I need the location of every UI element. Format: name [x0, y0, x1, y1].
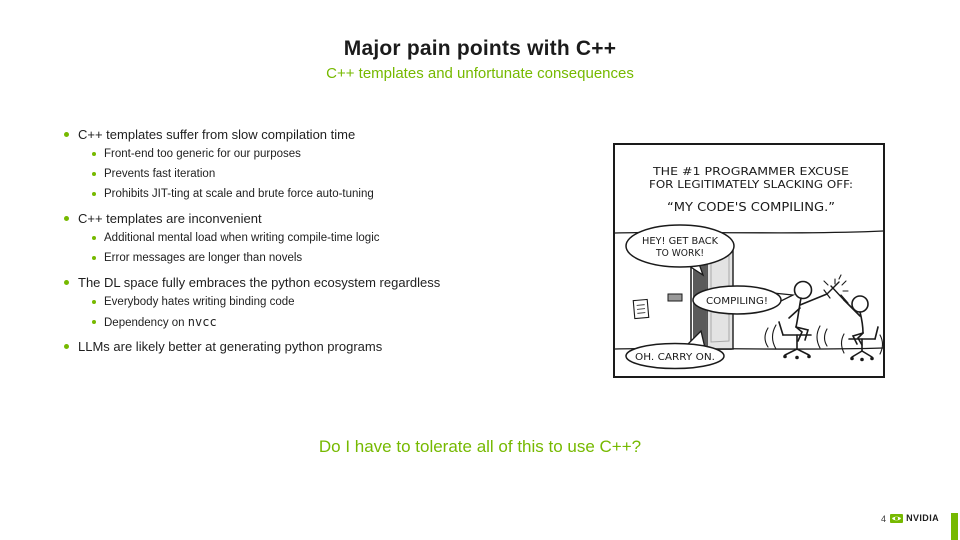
sub-bullet-item: Front-end too generic for our purposes	[64, 144, 534, 164]
nvidia-eye-icon	[890, 513, 904, 523]
sub-bullet-label: Dependency on nvcc	[104, 315, 217, 329]
nvidia-wordmark: NVIDIA	[906, 513, 939, 523]
bullet-icon	[92, 192, 96, 196]
nvidia-logo: NVIDIA	[890, 513, 939, 523]
bullet-icon	[92, 256, 96, 260]
sub-bullet-label: Everybody hates writing binding code	[104, 296, 295, 308]
sub-bullet-item: Dependency on nvcc	[64, 312, 534, 332]
bullet-group: C++ templates are inconvenient Additiona…	[64, 208, 534, 268]
sub-bullet-label: Front-end too generic for our purposes	[104, 148, 301, 160]
bullet-icon	[92, 172, 96, 176]
sub-bullet-item: Everybody hates writing binding code	[64, 292, 534, 312]
sub-bullet-label: Error messages are longer than novels	[104, 252, 303, 264]
bullet-icon	[64, 343, 69, 349]
page-number: 4	[880, 514, 886, 524]
badge-reader-drawing	[667, 293, 683, 302]
page-title: Major pain points with C++	[343, 37, 617, 60]
svg-text:TO WORK!: TO WORK!	[655, 248, 704, 259]
bullet-icon	[92, 320, 96, 324]
comic-caption-line2: FOR LEGITIMATELY SLACKING OFF:	[649, 178, 853, 191]
bullet-label: LLMs are likely better at generating pyt…	[78, 338, 383, 354]
bullet-group: C++ templates suffer from slow compilati…	[64, 124, 534, 204]
xkcd-compiling-comic: THE #1 PROGRAMMER EXCUSE FOR LEGITIMATEL…	[613, 143, 885, 378]
bullet-item: C++ templates are inconvenient	[64, 208, 534, 228]
bullet-list: C++ templates suffer from slow compilati…	[64, 124, 534, 356]
accent-bar	[951, 513, 958, 540]
sub-bullet-item: Prevents fast iteration	[64, 164, 534, 184]
comic-quote: “MY CODE'S COMPILING.”	[667, 199, 835, 214]
bullet-label: C++ templates suffer from slow compilati…	[78, 126, 356, 142]
carry-on-speech-bubble: OH. CARRY ON.	[625, 329, 725, 370]
page-subtitle: C++ templates and unfortunate consequenc…	[326, 65, 634, 82]
bullet-item: C++ templates suffer from slow compilati…	[64, 124, 534, 144]
closing-question: Do I have to tolerate all of this to use…	[318, 437, 642, 456]
compiling-speech-bubble: COMPILING!	[692, 285, 796, 315]
bullet-icon	[92, 300, 96, 304]
bullet-icon	[92, 236, 96, 240]
bullet-label: C++ templates are inconvenient	[78, 210, 262, 226]
sub-bullet-item: Prohibits JIT-ting at scale and brute fo…	[64, 184, 534, 204]
sub-bullet-label: Prohibits JIT-ting at scale and brute fo…	[104, 188, 374, 200]
bullet-icon	[92, 152, 96, 156]
bullet-item: LLMs are likely better at generating pyt…	[64, 336, 534, 356]
boss-speech-bubble: HEY! GET BACK TO WORK!	[625, 224, 735, 277]
svg-text:COMPILING!: COMPILING!	[706, 296, 768, 307]
stick-figures-drawing	[764, 274, 884, 362]
paper-sign-drawing	[632, 298, 650, 320]
sub-bullet-item: Additional mental load when writing comp…	[64, 228, 534, 248]
sub-bullet-label: Prevents fast iteration	[104, 168, 216, 180]
sub-bullet-label: Additional mental load when writing comp…	[104, 232, 380, 244]
bullet-icon	[64, 279, 69, 285]
svg-text:OH. CARRY ON.: OH. CARRY ON.	[635, 352, 715, 363]
bullet-icon	[64, 215, 69, 221]
bullet-item: The DL space fully embraces the python e…	[64, 272, 534, 292]
bullet-label: The DL space fully embraces the python e…	[78, 274, 441, 290]
sword-clash-icon	[823, 274, 849, 292]
comic-caption-line1: THE #1 PROGRAMMER EXCUSE	[652, 165, 849, 178]
bullet-group: LLMs are likely better at generating pyt…	[64, 336, 534, 356]
sub-bullet-item: Error messages are longer than novels	[64, 248, 534, 268]
bullet-group: The DL space fully embraces the python e…	[64, 272, 534, 332]
bullet-icon	[64, 131, 69, 137]
svg-text:HEY! GET BACK: HEY! GET BACK	[642, 236, 718, 247]
code-token: nvcc	[187, 315, 217, 329]
motion-lines	[764, 324, 884, 355]
